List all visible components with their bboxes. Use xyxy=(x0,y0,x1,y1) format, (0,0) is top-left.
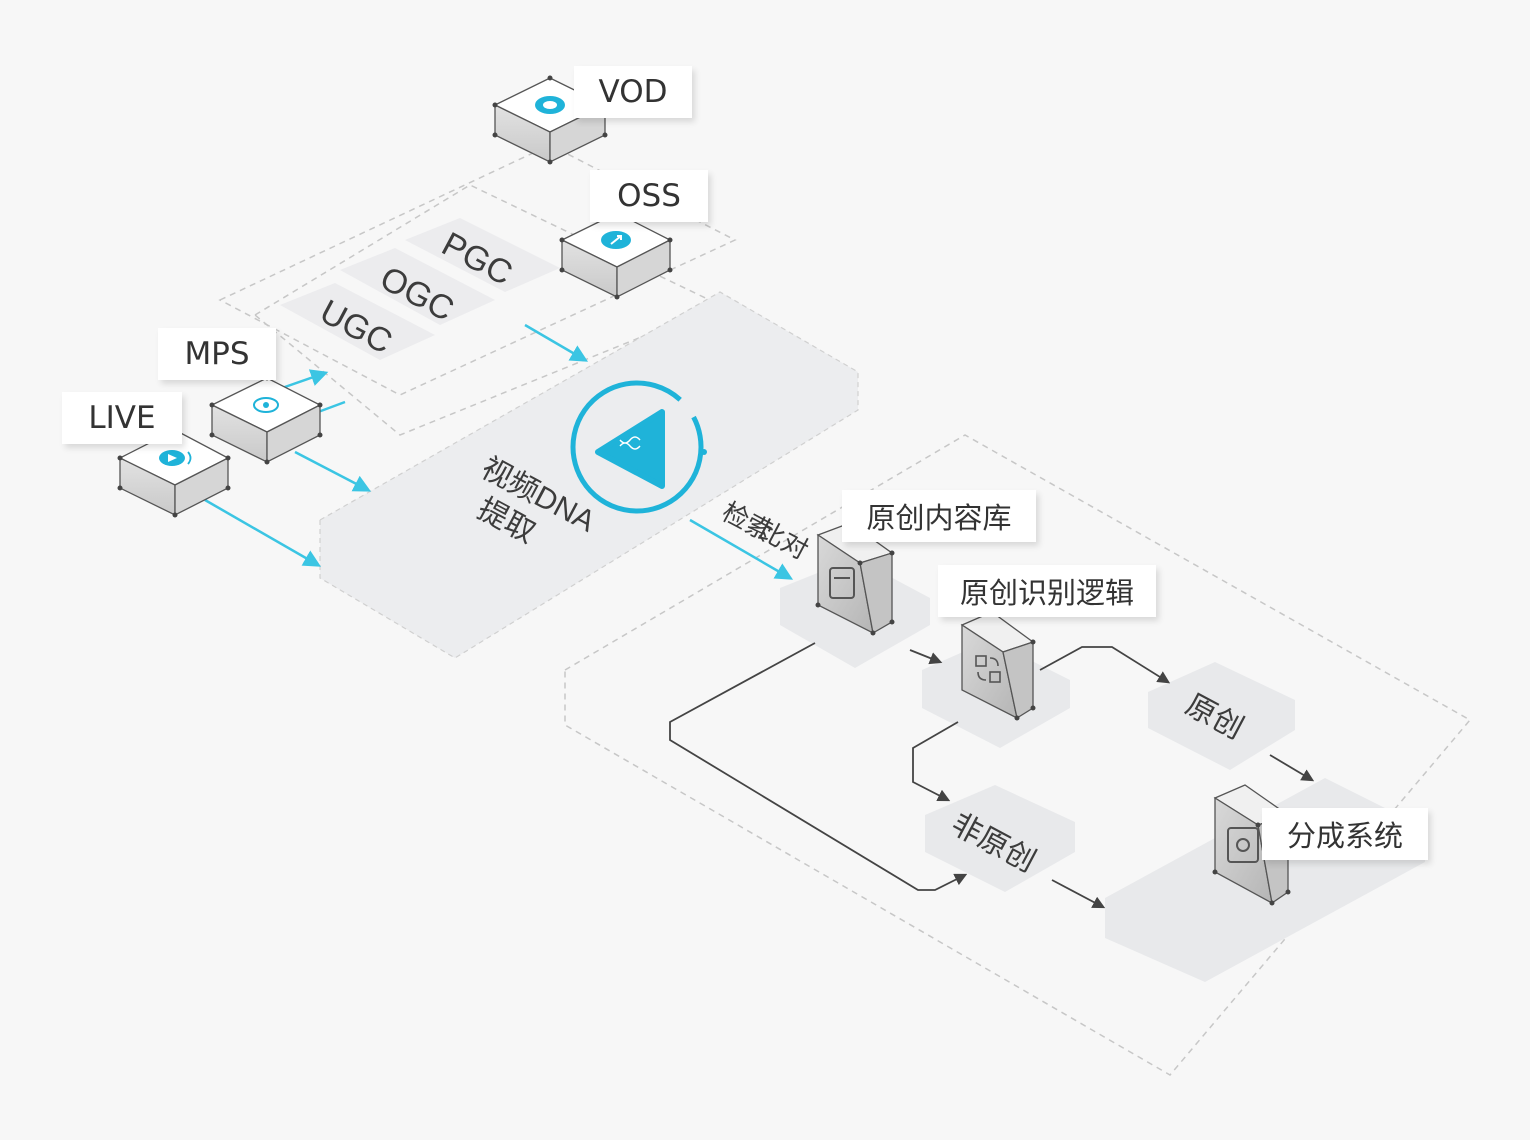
original-logic-label: 原创识别逻辑 xyxy=(938,565,1156,617)
live-icon xyxy=(159,450,192,466)
mps-box xyxy=(209,375,323,465)
arrow-library-to-non-original xyxy=(669,642,968,891)
library-server xyxy=(815,522,895,636)
vod-icon xyxy=(535,96,565,114)
arrow-mps-to-dna xyxy=(294,450,372,492)
original-library-label: 原创内容库 xyxy=(842,490,1036,542)
arrow-non-original-to-compose xyxy=(1051,879,1106,909)
tile-pgc xyxy=(405,218,560,292)
arrow-library-to-logic xyxy=(909,649,943,665)
oss-box xyxy=(559,210,673,300)
mps-label: MPS xyxy=(158,328,276,380)
dna-logo-icon xyxy=(570,380,707,514)
mps-icon xyxy=(253,397,279,413)
live-box xyxy=(117,427,231,518)
sync-icon xyxy=(975,655,1001,683)
live-label: LIVE xyxy=(62,392,182,444)
dna-panel xyxy=(319,291,859,659)
settings-icon xyxy=(1227,827,1259,863)
arrow-live-to-dna xyxy=(204,498,322,567)
sources-region xyxy=(218,144,737,396)
compose-system-label: 分成系统 xyxy=(1262,808,1428,860)
arrow-logic-to-original xyxy=(1039,646,1171,684)
oss-label: OSS xyxy=(590,170,708,222)
logic-server xyxy=(960,611,1036,721)
oss-icon xyxy=(601,231,631,249)
arrow-logic-to-non-original xyxy=(912,721,959,802)
arrow-dna-to-library xyxy=(689,518,794,580)
vod-label: VOD xyxy=(574,66,692,118)
inbox-icon xyxy=(829,567,855,599)
arrow-content-to-dna xyxy=(524,323,589,362)
tile-ugc xyxy=(280,283,435,360)
arrow-original-to-compose xyxy=(1269,754,1315,782)
arrow-mps-to-content xyxy=(281,369,329,390)
original-panel xyxy=(1148,662,1295,770)
tile-ogc xyxy=(340,248,495,325)
non-original-panel xyxy=(925,785,1075,892)
